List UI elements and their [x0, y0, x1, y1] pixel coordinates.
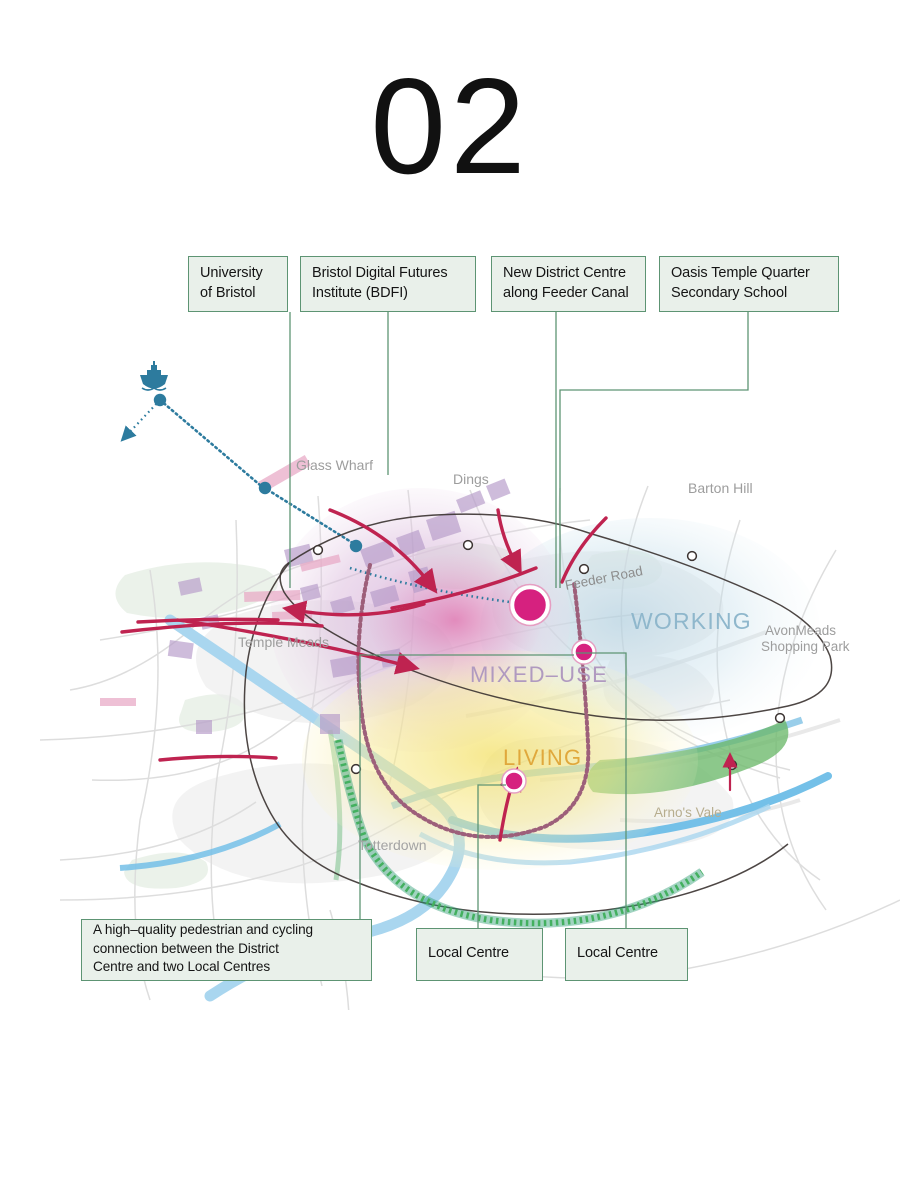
callout-new-district-centre[interactable]: New District Centre along Feeder Canal	[491, 256, 646, 312]
callout-local-centre-south[interactable]: Local Centre	[416, 928, 543, 981]
zone-living-wash	[302, 650, 698, 870]
leader-local-b	[576, 652, 627, 928]
ferry-stop-3	[349, 539, 363, 553]
boundary-west	[243, 561, 357, 883]
arrow-north-core[interactable]	[496, 508, 522, 575]
callout-cycling-text: A high–quality pedestrian and cycling co…	[93, 922, 313, 975]
arrow-west-b[interactable]	[136, 617, 280, 624]
zone-label-working: WORKING	[631, 608, 752, 634]
leader-local-a	[477, 784, 506, 928]
callout-university-of-bristol[interactable]: University of Bristol	[188, 256, 288, 312]
label-dings: Dings	[453, 471, 489, 487]
arrow-west-a[interactable]	[120, 621, 324, 634]
callout-local-centre-south-text: Local Centre	[428, 945, 510, 962]
local-centre-marker-east-halo	[571, 639, 597, 665]
label-avonmeads-2: Shopping Park	[761, 639, 850, 654]
callout-bdfi-text: Bristol Digital Futures Institute (BDFI)	[312, 265, 448, 301]
arrow-core-west[interactable]	[281, 600, 426, 624]
district-centre-marker-halo	[508, 583, 552, 627]
district-centre-marker[interactable]	[509, 584, 551, 626]
leader-lines-layer	[289, 312, 749, 928]
green-corridor-path	[335, 739, 704, 927]
callout-local-centre-east[interactable]: Local Centre	[565, 928, 688, 981]
arrow-barton[interactable]	[560, 516, 608, 584]
arrow-southwest[interactable]	[158, 754, 278, 762]
label-temple-meads: Temple Meads	[238, 634, 329, 650]
ferry-route-layer	[120, 361, 529, 609]
callout-oasis-school[interactable]: Oasis Temple Quarter Secondary School	[659, 256, 839, 312]
ferry-stop-1	[153, 393, 167, 407]
label-glass-wharf: Glass Wharf	[296, 457, 373, 473]
local-centre-marker-south-halo	[501, 768, 527, 794]
callout-university-text: University of Bristol	[200, 265, 263, 301]
ferry-icon	[140, 361, 168, 391]
building-blocks	[167, 478, 511, 734]
leader-cycling	[359, 654, 574, 920]
label-barton-hill: Barton Hill	[688, 480, 753, 496]
callout-local-centre-east-text: Local Centre	[577, 945, 659, 962]
page-number: 02	[370, 50, 530, 202]
callout-bdfi[interactable]: Bristol Digital Futures Institute (BDFI)	[300, 256, 476, 312]
label-avonmeads-1: AvonMeads	[765, 623, 836, 638]
ferry-stop-2	[258, 481, 272, 495]
local-centre-marker-south[interactable]	[502, 769, 526, 793]
boundary-south	[355, 843, 789, 915]
label-totterdown: Totterdown	[358, 837, 426, 853]
callout-cycling-connection[interactable]: A high–quality pedestrian and cycling co…	[81, 919, 372, 981]
local-centre-marker-east[interactable]	[572, 640, 596, 664]
zone-label-living: LIVING	[503, 745, 582, 770]
map-graphic: Glass Wharf Dings Barton Hill Temple Mea…	[0, 220, 900, 1010]
harbour-channel	[119, 821, 282, 871]
label-arnos-vale: Arno's Vale	[654, 805, 722, 820]
callout-oasis-text: Oasis Temple Quarter Secondary School	[671, 265, 810, 301]
map-figure: Glass Wharf Dings Barton Hill Temple Mea…	[0, 220, 900, 1010]
movement-arrows-layer	[120, 508, 738, 842]
leader-oasis	[559, 312, 749, 588]
callout-district-text: New District Centre along Feeder Canal	[503, 265, 629, 301]
arrow-temple-meads[interactable]	[176, 618, 420, 675]
zone-label-mixed-use: MIXED–USE	[470, 662, 608, 687]
centre-markers-layer	[501, 583, 597, 794]
boundary-nodes	[312, 539, 786, 775]
arrow-dings[interactable]	[328, 508, 438, 594]
